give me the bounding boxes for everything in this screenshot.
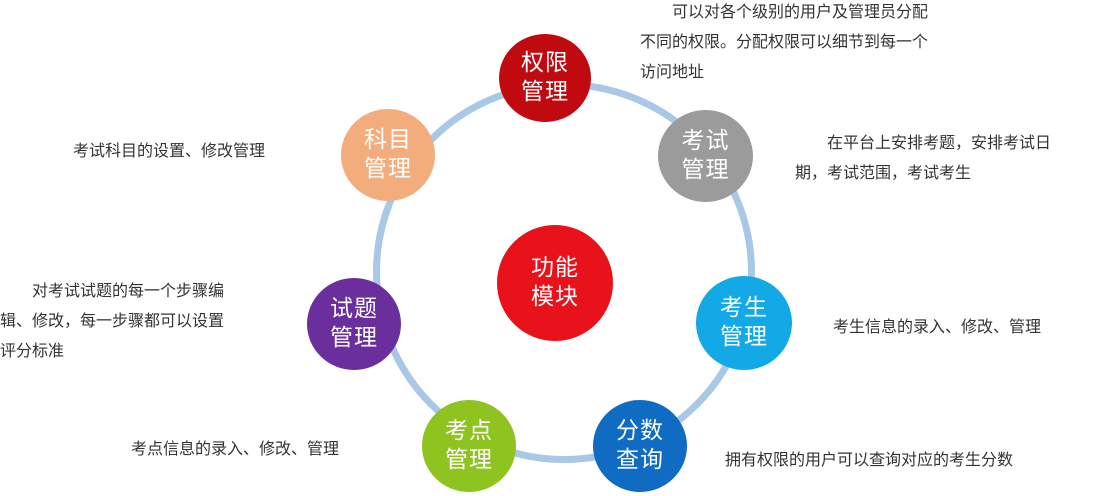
- node-permission-line1: 权限: [521, 50, 569, 76]
- node-exam-line2: 管理: [681, 157, 730, 183]
- node-examinee-management: 考生 管理: [696, 276, 792, 370]
- desc-site: 考点信息的录入、修改、管理: [131, 434, 339, 464]
- node-site-line1: 考点: [445, 418, 493, 444]
- node-permission-management: 权限 管理: [499, 34, 591, 122]
- desc-permission-line: 不同的权限。分配权限可以细节到每一个: [640, 32, 929, 51]
- desc-exam: 在平台上安排考题，安排考试日 期，考试范围，考试考生: [795, 128, 1051, 188]
- desc-question-line: 对考试试题的每一个步骤编: [0, 281, 225, 300]
- node-subject-line2: 管理: [364, 156, 412, 182]
- desc-question-line: 辑、修改，每一步骤都可以设置: [0, 311, 225, 330]
- desc-exam-line: 期，考试范围，考试考生: [795, 163, 972, 182]
- node-exam-management: 考试 管理: [658, 110, 753, 202]
- node-score-query: 分数 查询: [593, 400, 687, 492]
- desc-score-line: 拥有权限的用户可以查询对应的考生分数: [725, 450, 1014, 469]
- node-subject-line1: 科目: [364, 127, 412, 153]
- node-score-line2: 查询: [616, 447, 664, 473]
- desc-subject: 考试科目的设置、修改管理: [73, 136, 265, 166]
- node-question-line2: 管理: [330, 325, 378, 351]
- node-exam-line1: 考试: [681, 128, 730, 154]
- desc-site-line: 考点信息的录入、修改、管理: [131, 439, 340, 458]
- node-score-line1: 分数: [616, 418, 664, 444]
- desc-permission: 可以对各个级别的用户及管理员分配 不同的权限。分配权限可以细节到每一个 访问地址: [640, 0, 928, 87]
- center-node-line2: 模块: [531, 284, 579, 310]
- desc-score: 拥有权限的用户可以查询对应的考生分数: [725, 445, 1013, 475]
- node-permission-line2: 管理: [521, 79, 569, 105]
- desc-question-line: 评分标准: [0, 341, 65, 360]
- desc-permission-line: 可以对各个级别的用户及管理员分配: [640, 2, 929, 21]
- node-site-line2: 管理: [445, 447, 493, 473]
- node-site-management: 考点 管理: [422, 400, 516, 492]
- desc-exam-line: 在平台上安排考题，安排考试日: [795, 133, 1052, 152]
- node-question-line1: 试题: [330, 296, 378, 322]
- desc-examinee: 考生信息的录入、修改、管理: [833, 312, 1041, 342]
- node-question-management: 试题 管理: [307, 278, 401, 370]
- desc-examinee-line: 考生信息的录入、修改、管理: [833, 317, 1042, 336]
- center-node-line1: 功能: [531, 255, 579, 281]
- node-examinee-line2: 管理: [720, 324, 768, 350]
- desc-subject-line: 考试科目的设置、修改管理: [73, 141, 266, 160]
- desc-question: 对考试试题的每一个步骤编 辑、修改，每一步骤都可以设置 评分标准: [0, 276, 224, 366]
- desc-permission-line: 访问地址: [640, 62, 705, 81]
- node-examinee-line1: 考生: [720, 295, 768, 321]
- center-node-function-modules: 功能 模块: [497, 225, 613, 341]
- node-subject-management: 科目 管理: [341, 109, 435, 201]
